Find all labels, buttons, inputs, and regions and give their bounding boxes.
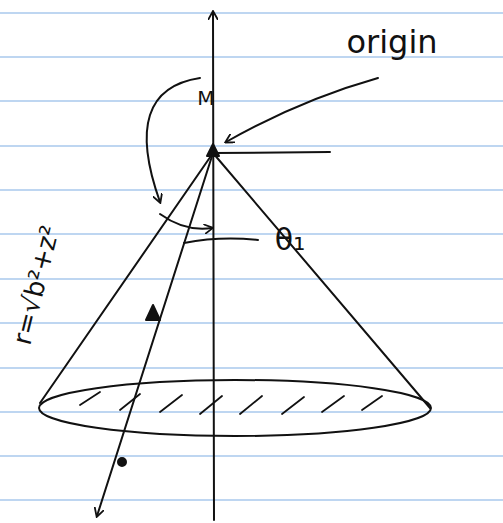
- angle-arc: [160, 214, 212, 229]
- callout-label: origin: [346, 26, 437, 58]
- cone-side: [40, 153, 213, 403]
- cone-side: [213, 153, 430, 408]
- direction-arrow: [146, 305, 160, 320]
- r-vector: [97, 153, 213, 516]
- source-point: [118, 458, 126, 466]
- ruled-lines: [0, 13, 503, 500]
- mass-label: M: [197, 88, 214, 108]
- distance-formula: r=√b²+z²: [9, 223, 64, 347]
- disk-base: [39, 380, 431, 436]
- leader-arrow: [226, 78, 378, 142]
- angle-label: θ₁: [275, 225, 305, 255]
- origin-line: [213, 152, 330, 153]
- leader-line: [184, 239, 258, 243]
- hatching: [80, 392, 382, 414]
- leader-arrow: [147, 78, 200, 202]
